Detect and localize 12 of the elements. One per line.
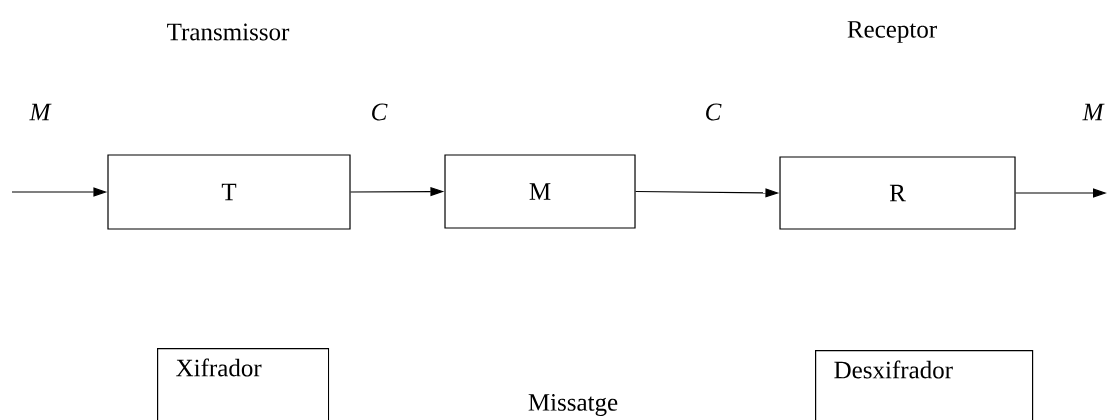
process-box: Xifrador — [157, 348, 330, 420]
process-box: T — [107, 154, 351, 230]
process-box: M — [444, 154, 636, 229]
signal-label: M — [1082, 103, 1105, 121]
process-box: Desxifrador — [815, 350, 1034, 420]
signal-label: C — [372, 103, 388, 121]
block-label: Transmissor — [167, 23, 290, 41]
process-box: R — [779, 156, 1016, 230]
block-label: Missatge — [528, 394, 618, 416]
block-label: Receptor — [847, 21, 937, 43]
signal-label: C — [706, 103, 722, 121]
signal-label: M — [29, 103, 52, 121]
